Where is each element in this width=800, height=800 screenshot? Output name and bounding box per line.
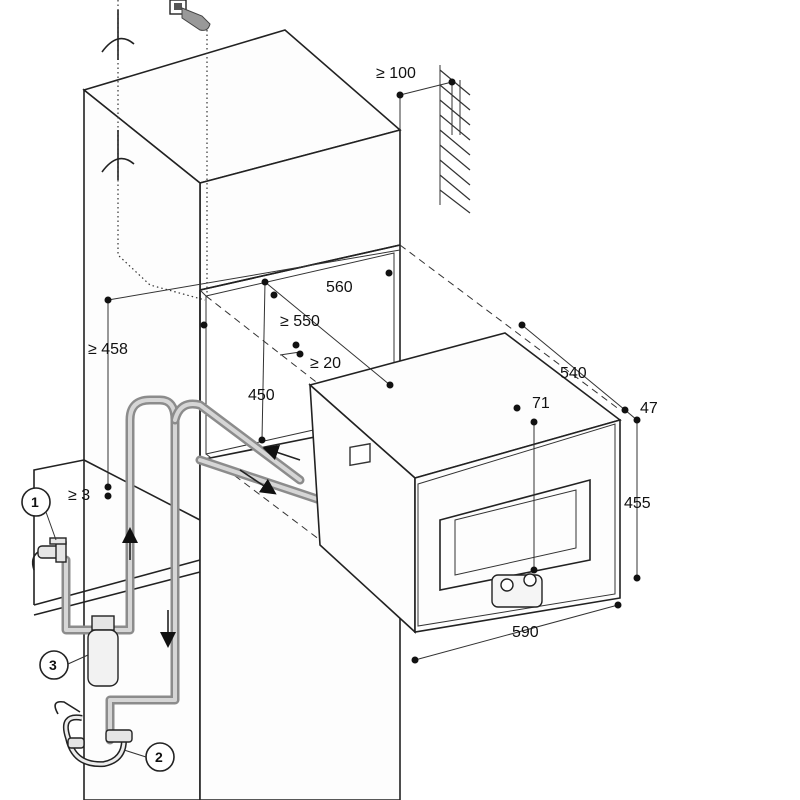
dim-niche-depth: ≥ 550 <box>280 313 320 330</box>
dim-panel-offset: 71 <box>532 395 550 412</box>
flow-arrow-icon <box>239 469 277 495</box>
steam-oven-appliance <box>308 332 622 634</box>
water-filter-icon <box>87 615 119 687</box>
dim-rear-gap: ≥ 20 <box>310 355 341 372</box>
power-plug-icon <box>169 0 211 31</box>
dim-appliance-height: 455 <box>624 495 651 512</box>
dim-top-clearance: ≥ 100 <box>376 65 416 82</box>
dim-appliance-depth: 540 <box>560 365 587 382</box>
callout-2: 2 <box>155 749 163 765</box>
flow-arrows <box>122 444 301 648</box>
water-tap-icon <box>31 537 67 571</box>
service-dotted-lines <box>117 0 208 301</box>
drain-siphon-icon <box>54 700 133 768</box>
dimension-lines <box>104 78 641 664</box>
dim-base-gap: ≥ 3 <box>68 487 90 504</box>
dim-floor-height: ≥ 458 <box>88 341 128 358</box>
dim-niche-width: 560 <box>326 279 353 296</box>
flow-arrow-icon <box>262 444 301 461</box>
callout-3: 3 <box>49 657 57 673</box>
dim-appliance-width: 590 <box>512 624 539 641</box>
callouts: 1 3 2 <box>21 487 175 772</box>
dashed-guides <box>205 244 621 541</box>
dim-niche-height: 450 <box>248 387 275 404</box>
callout-1: 1 <box>31 494 39 510</box>
dim-panel-thickness: 47 <box>640 400 658 417</box>
wall-hatch <box>439 65 471 214</box>
wall-opening-marks <box>101 10 135 180</box>
dimension-labels: ≥ 100 560 ≥ 550 ≥ 20 450 ≥ 458 ≥ 3 540 7… <box>68 65 658 641</box>
